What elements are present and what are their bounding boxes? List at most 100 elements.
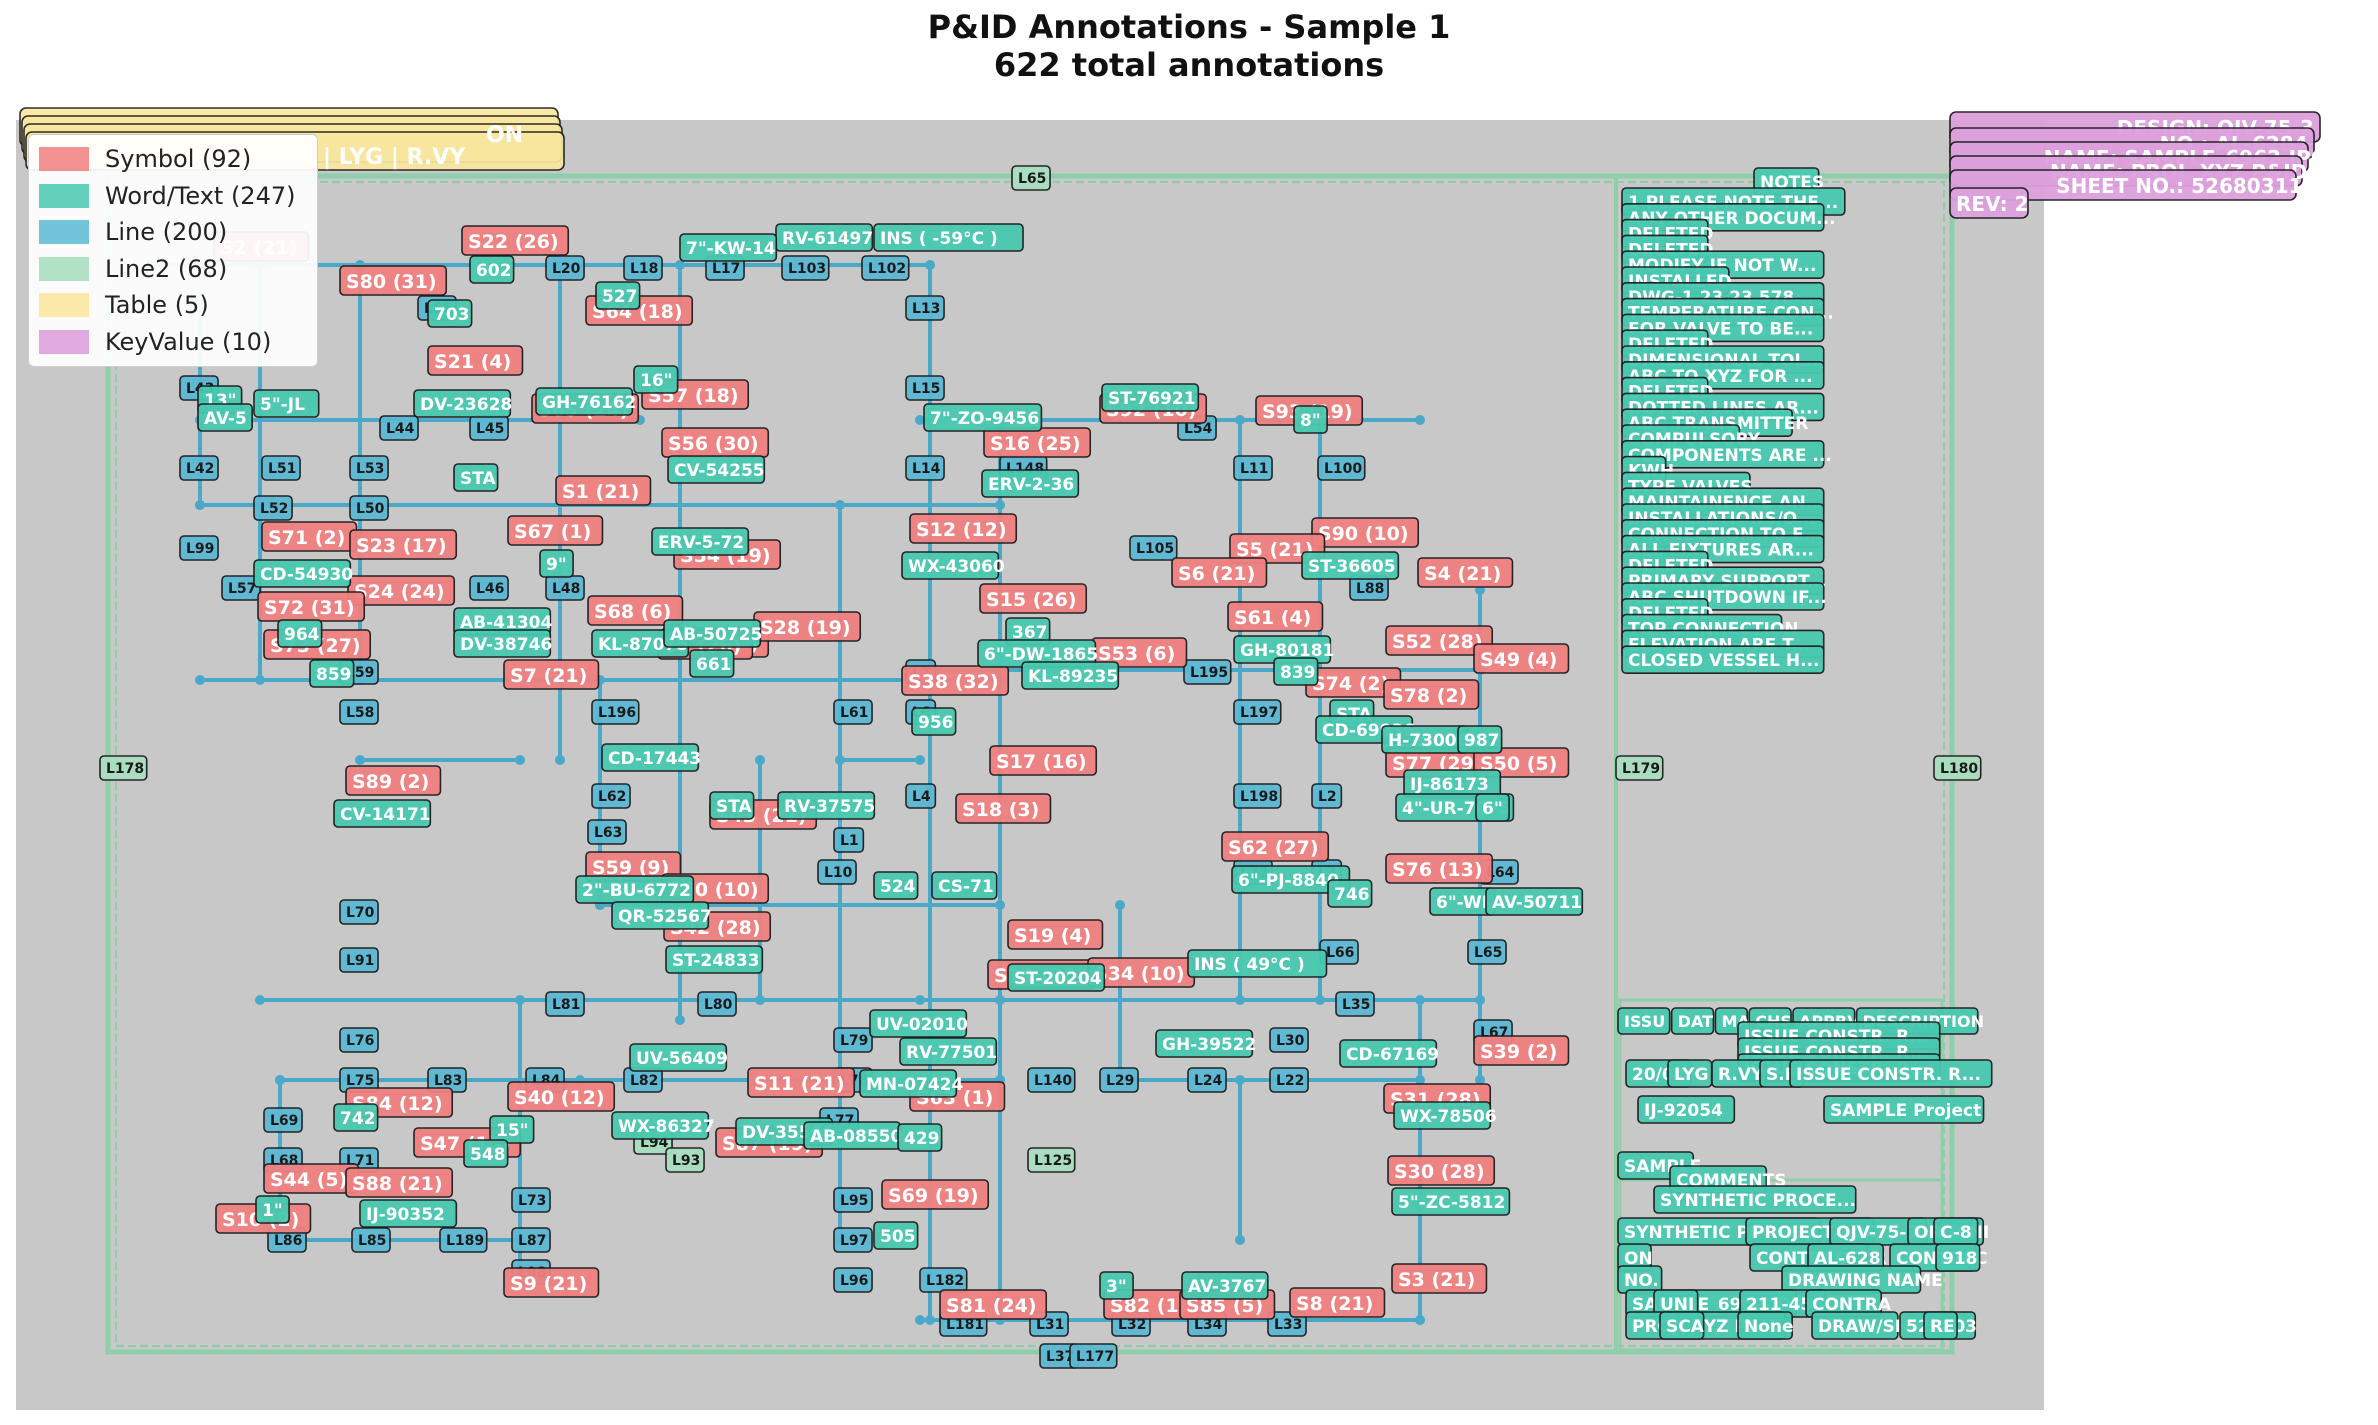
word-box <box>1621 645 1825 675</box>
legend-label-line: Line (200) <box>105 218 228 247</box>
pipe-node <box>1475 1075 1485 1085</box>
word-annotation: 964 <box>277 619 323 648</box>
line-label: L18 <box>630 261 658 277</box>
word-annotation: COMPONENTS ARE ... <box>1621 439 1832 469</box>
line-label: L198 <box>1240 789 1278 805</box>
word-label: RE <box>1930 1317 1955 1337</box>
symbol-box <box>1383 679 1480 710</box>
word-label: KL-89235 <box>1028 667 1118 687</box>
line-label: L69 <box>270 1113 298 1129</box>
word-annotation: CD-54930 <box>253 559 353 588</box>
line2-label: L93 <box>672 1153 700 1169</box>
line-annotation: L100 <box>1317 455 1366 481</box>
symbol-label: S62 (27) <box>1228 837 1319 859</box>
pipe-node <box>1235 1235 1245 1245</box>
word-annotation: ST-24833 <box>665 945 764 974</box>
symbol-box <box>901 665 1010 696</box>
line-annotation: L70 <box>339 899 379 925</box>
line-label: L197 <box>1240 705 1278 721</box>
word-annotation: WX-86327 <box>611 1111 715 1140</box>
symbol-annotation: S56 (30) <box>661 427 770 458</box>
line-annotation: L44 <box>379 415 419 441</box>
word-annotation: 987 <box>1457 725 1503 754</box>
word-box <box>873 871 919 900</box>
word-label: None <box>1744 1317 1794 1337</box>
line-label: L31 <box>1036 1317 1064 1333</box>
word-annotation: 6"-PJ-8840 <box>1231 865 1351 894</box>
word-label: R.VY <box>1718 1065 1764 1085</box>
line-label: L81 <box>552 997 580 1013</box>
symbol-label: S24 (24) <box>354 581 445 603</box>
word-annotation: CS-71 <box>931 871 998 900</box>
symbol-annotation: S5 (21) <box>1229 533 1326 564</box>
symbol-box <box>427 345 524 376</box>
line-box <box>905 455 945 481</box>
word-box <box>489 1115 535 1144</box>
line2-label: L65 <box>1018 171 1046 187</box>
symbol-box <box>345 1167 454 1198</box>
word-label: CV-54255 <box>674 461 765 481</box>
word-annotation: 918 <box>1935 1243 1981 1272</box>
line-label: L54 <box>1184 421 1213 437</box>
word-box <box>651 527 750 556</box>
line-label: L14 <box>912 461 941 477</box>
word-annotation: 429 <box>897 1123 943 1152</box>
symbol-annotation: S15 (26) <box>979 583 1088 614</box>
line-annotation: L15 <box>905 375 945 401</box>
symbol-annotation: S81 (24) <box>939 1289 1048 1320</box>
line-label: L4 <box>912 789 931 805</box>
line-label: L140 <box>1034 1073 1072 1089</box>
word-label: 6"-DW-1865 <box>984 645 1098 665</box>
line-label: L1 <box>840 833 859 849</box>
word-label: ISSUE CONSTR. R... <box>1796 1065 1981 1085</box>
symbol-annotation: S49 (4) <box>1473 643 1570 674</box>
word-annotation: QJV-75-3 <box>1829 1217 1928 1246</box>
line-label: L51 <box>268 461 296 477</box>
word-label: CD-17443 <box>608 749 701 769</box>
word-label: 987 <box>1464 731 1500 751</box>
word-label: AB-08550 <box>810 1127 902 1147</box>
line-label: L22 <box>1276 1073 1304 1089</box>
line-label: L32 <box>1118 1317 1146 1333</box>
word-annotation: IJ-92054 <box>1637 1095 1736 1124</box>
word-box <box>601 743 700 772</box>
word-annotation: IJ-86173 <box>1403 769 1502 798</box>
word-label: 211-455 <box>1746 1295 1824 1315</box>
word-label: IJ-86173 <box>1410 775 1489 795</box>
legend-label-symbol: Symbol (92) <box>105 145 252 174</box>
word-annotation: C-8 <box>1933 1217 1979 1246</box>
symbol-label: S39 (2) <box>1480 1041 1557 1063</box>
word-label: 602 <box>476 261 512 281</box>
pipe-node <box>1415 415 1425 425</box>
line-label: L66 <box>1326 945 1354 961</box>
pipe-node <box>755 995 765 1005</box>
line-annotation: L35 <box>1335 991 1375 1017</box>
word-label: MN-07424 <box>866 1075 964 1095</box>
line-box <box>1099 1067 1139 1093</box>
line-label: L17 <box>712 261 740 277</box>
symbol-box <box>909 513 1018 544</box>
line-box <box>781 255 830 281</box>
word-box <box>1101 383 1200 412</box>
line-label: L195 <box>1190 665 1228 681</box>
word-box <box>1659 1311 1705 1340</box>
line-annotation: L18 <box>623 255 663 281</box>
symbol-box <box>1385 853 1494 884</box>
symbol-label: S38 (32) <box>908 671 999 693</box>
word-label: 703 <box>434 305 470 325</box>
word-box <box>255 1195 290 1224</box>
symbol-annotation: S19 (4) <box>1007 919 1104 950</box>
symbol-box <box>339 265 448 296</box>
line2-annotation: L65 <box>1011 165 1051 191</box>
line-label: L103 <box>788 261 826 277</box>
line-label: L100 <box>1324 461 1362 477</box>
line-label: L80 <box>704 997 733 1013</box>
line-label: L97 <box>840 1233 868 1249</box>
word-label: 742 <box>340 1109 376 1129</box>
line-box <box>545 991 585 1017</box>
word-label: 956 <box>918 713 954 733</box>
pipe-node <box>1235 415 1245 425</box>
symbol-label: S3 (21) <box>1398 1269 1475 1291</box>
pipe-node <box>515 995 525 1005</box>
word-label: RV-61497 <box>782 229 873 249</box>
